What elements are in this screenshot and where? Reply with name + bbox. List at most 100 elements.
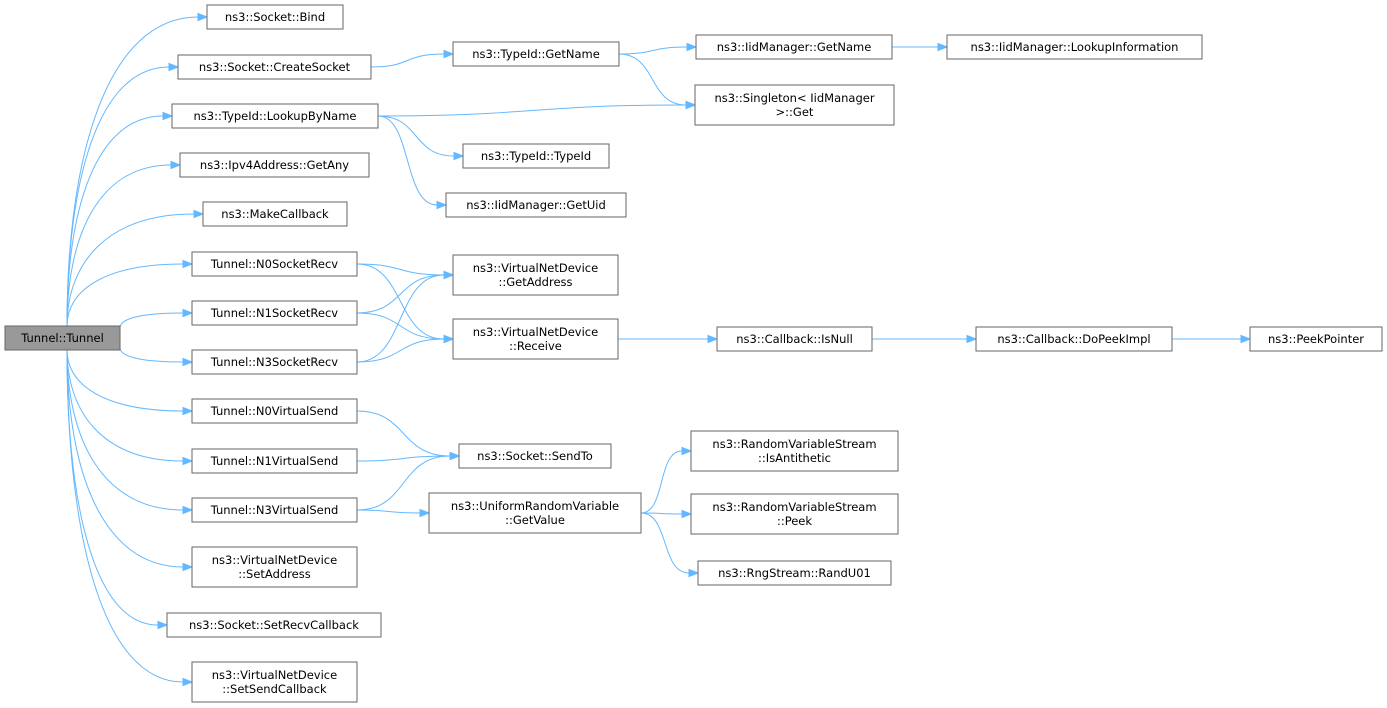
edge-line (356, 274, 445, 363)
node-box (452, 318, 619, 360)
edge-line (66, 66, 170, 327)
call-nodes: Tunnel::Tunnel ns3::Socket::Bindns3::Sock… (4, 4, 1383, 703)
node-n1-recv[interactable]: Tunnel::N1SocketRecv (191, 300, 358, 326)
node-callback-dopeek[interactable]: ns3::Callback::DoPeekImpl (975, 326, 1173, 352)
node-label: Tunnel::N1SocketRecv (210, 306, 338, 320)
edge-arrowhead (170, 160, 182, 170)
node-socket-bind[interactable]: ns3::Socket::Bind (206, 4, 344, 30)
edge-line (640, 450, 683, 514)
node-n0-send[interactable]: Tunnel::N0VirtualSend (191, 398, 358, 424)
edge-arrowhead (453, 151, 465, 161)
node-ipv4-getany[interactable]: ns3::Ipv4Address::GetAny (179, 152, 370, 178)
node-typeid-typeid[interactable]: ns3::TypeId::TypeId (462, 143, 610, 169)
node-singleton-get[interactable]: ns3::Singleton< IidManager>::Get (694, 84, 895, 126)
edge-typeid-lookup-to-typeid-typeid (377, 115, 465, 161)
node-vnd-setsend[interactable]: ns3::VirtualNetDevice::SetSendCallback (191, 661, 358, 703)
edge-tunnel-to-n0-recv (66, 259, 194, 327)
node-label: >::Get (776, 105, 814, 119)
edge-n0-send-to-socket-sendto (356, 410, 461, 461)
edge-arrowhead (681, 509, 693, 519)
node-box (946, 34, 1203, 60)
node-label: ::IsAntithetic (758, 451, 831, 465)
node-box (445, 192, 627, 218)
edge-line (66, 349, 184, 412)
edge-arrowhead (193, 209, 205, 219)
edge-arrowhead (162, 111, 174, 121)
node-typeid-lookup[interactable]: ns3::TypeId::LookupByName (171, 103, 379, 129)
node-label: ns3::Singleton< IidManager (714, 91, 874, 105)
edge-tunnel-to-socket-setrecv (66, 349, 169, 630)
node-peekpointer[interactable]: ns3::PeekPointer (1249, 326, 1383, 352)
edge-n3-recv-to-vnd-receive (356, 334, 455, 363)
node-box (206, 4, 344, 30)
node-socket-create[interactable]: ns3::Socket::CreateSocket (177, 54, 372, 80)
node-label: ns3::Ipv4Address::GetAny (200, 158, 349, 172)
node-box (191, 661, 358, 703)
node-socket-setrecv[interactable]: ns3::Socket::SetRecvCallback (166, 612, 382, 638)
node-box (191, 546, 358, 588)
node-label: Tunnel::Tunnel (20, 331, 104, 345)
edge-n0-recv-to-vnd-getaddr (356, 263, 455, 280)
node-callback-isnull[interactable]: ns3::Callback::IsNull (716, 326, 873, 352)
edge-n3-recv-to-vnd-getaddr (356, 270, 455, 363)
edge-urv-getvalue-to-rvs-peek (640, 509, 693, 519)
node-n3-recv[interactable]: Tunnel::N3SocketRecv (191, 349, 358, 375)
edge-tunnel-to-n0-send (66, 349, 194, 416)
edge-line (66, 349, 184, 511)
edge-tunnel-to-ipv4-getany (66, 160, 182, 327)
edge-urv-getvalue-to-rng-randu01 (640, 512, 700, 578)
node-label: ns3::VirtualNetDevice (212, 553, 337, 567)
edge-arrowhead (182, 308, 194, 318)
node-label: ns3::MakeCallback (221, 207, 329, 221)
node-label: ::Peek (777, 514, 812, 528)
node-n0-recv[interactable]: Tunnel::N0SocketRecv (191, 251, 358, 277)
edge-arrowhead (182, 357, 194, 367)
edge-arrowhead (686, 42, 698, 52)
edge-urv-getvalue-to-rvs-isanti (640, 446, 693, 514)
node-label: ::SetSendCallback (222, 682, 327, 696)
node-label: ns3::Socket::Bind (225, 10, 325, 24)
node-urv-getvalue[interactable]: ns3::UniformRandomVariable::GetValue (428, 492, 642, 534)
node-vnd-setaddr[interactable]: ns3::VirtualNetDevice::SetAddress (191, 546, 358, 588)
edge-arrowhead (966, 334, 978, 344)
node-box (191, 251, 358, 277)
node-box (428, 492, 642, 534)
node-label: ns3::RandomVariableStream (712, 437, 876, 451)
node-iid-lookupinfo[interactable]: ns3::IidManager::LookupInformation (946, 34, 1203, 60)
node-iid-getuid[interactable]: ns3::IidManager::GetUid (445, 192, 627, 218)
edge-arrowhead (436, 200, 448, 210)
node-vnd-receive[interactable]: ns3::VirtualNetDevice::Receive (452, 318, 619, 360)
node-label: Tunnel::N0VirtualSend (210, 404, 339, 418)
node-label: Tunnel::N1VirtualSend (210, 454, 339, 468)
node-box (697, 560, 892, 586)
node-rng-randu01[interactable]: ns3::RngStream::RandU01 (697, 560, 892, 586)
edge-typeid-lookup-to-singleton-get (377, 100, 697, 117)
node-makecallback[interactable]: ns3::MakeCallback (202, 201, 348, 227)
node-label: ns3::RandomVariableStream (712, 500, 876, 514)
node-typeid-getname[interactable]: ns3::TypeId::GetName (452, 41, 620, 67)
edge-line (119, 312, 184, 329)
node-label: ns3::VirtualNetDevice (212, 668, 337, 682)
node-n1-send[interactable]: Tunnel::N1VirtualSend (191, 448, 358, 474)
edge-line (377, 104, 687, 117)
edge-line (356, 455, 451, 462)
node-label: ns3::Socket::SetRecvCallback (189, 618, 359, 632)
node-socket-sendto[interactable]: ns3::Socket::SendTo (458, 443, 612, 469)
node-box (975, 326, 1173, 352)
edge-typeid-lookup-to-iid-getuid (377, 115, 448, 210)
node-label: ::GetAddress (498, 275, 572, 289)
edge-typeid-getname-to-singleton-get (618, 53, 697, 110)
node-vnd-getaddr[interactable]: ns3::VirtualNetDevice::GetAddress (452, 254, 619, 296)
node-label: ns3::RngStream::RandU01 (718, 566, 871, 580)
edge-line (66, 349, 184, 683)
edge-callback-isnull-to-callback-dopeek (872, 334, 978, 344)
edge-line (66, 164, 172, 327)
call-edges (66, 12, 1252, 687)
node-n3-send[interactable]: Tunnel::N3VirtualSend (191, 497, 358, 523)
node-rvs-isanti[interactable]: ns3::RandomVariableStream::IsAntithetic (690, 430, 899, 472)
node-box (191, 300, 358, 326)
node-iid-getname[interactable]: ns3::IidManager::GetName (695, 34, 893, 60)
node-rvs-peek[interactable]: ns3::RandomVariableStream::Peek (690, 493, 899, 535)
node-tunnel[interactable]: Tunnel::Tunnel (4, 325, 121, 351)
edge-arrowhead (419, 508, 431, 518)
